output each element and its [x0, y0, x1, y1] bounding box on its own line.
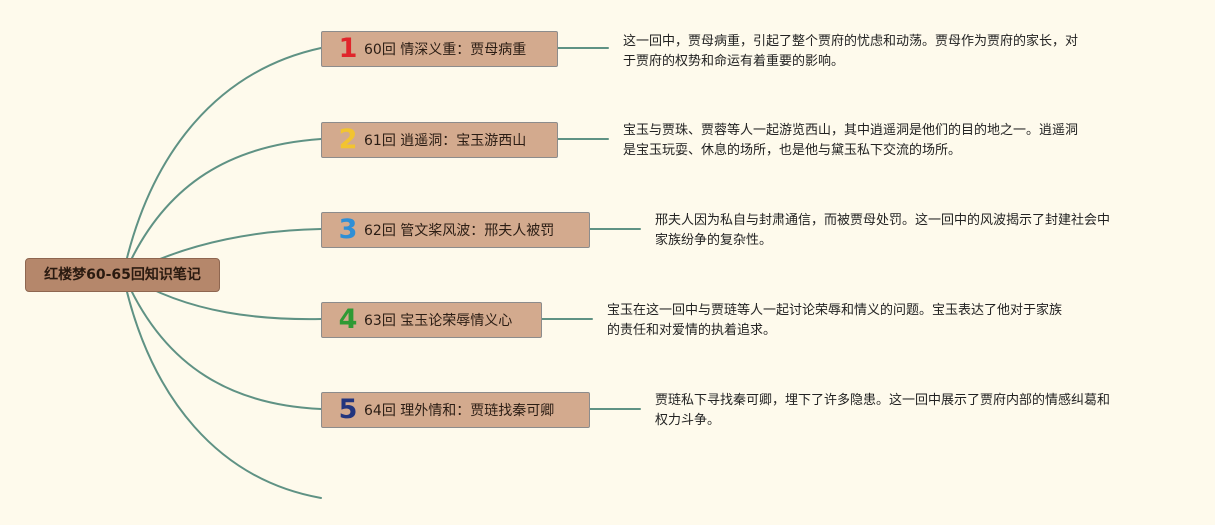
number-4-icon: 4	[338, 304, 358, 335]
branch-connector-5	[123, 274, 322, 410]
chapter-note-61: 宝玉与贾珠、贾蓉等人一起游览西山，其中逍遥洞是他们的目的地之一。逍遥洞 是宝玉玩…	[623, 121, 1078, 161]
root-topic[interactable]: 红楼梦60-65回知识笔记	[25, 258, 220, 292]
chapter-title: 62回 管文桨风波：邢夫人被罚	[364, 223, 555, 239]
chapter-note-60: 这一回中，贾母病重，引起了整个贾府的忧虑和动荡。贾母作为贾府的家长，对 于贾府的…	[623, 32, 1078, 72]
number-1-icon: 1	[338, 33, 358, 64]
branch-connector-6	[122, 274, 322, 499]
number-2-icon: 2	[338, 124, 358, 155]
note-line: 是宝玉玩耍、休息的场所，也是他与黛玉私下交流的场所。	[623, 143, 962, 158]
chapter-note-64: 贾琏私下寻找秦可卿，埋下了许多隐患。这一回中展示了贾府内部的情感纠葛和 权力斗争…	[655, 391, 1110, 431]
chapter-note-63: 宝玉在这一回中与贾琏等人一起讨论荣辱和情义的问题。宝玉表达了他对于家族 的责任和…	[607, 301, 1062, 341]
chapter-node-63[interactable]: 4 63回 宝玉论荣辱情义心	[321, 302, 542, 338]
chapter-note-62: 邢夫人因为私自与封肃通信，而被贾母处罚。这一回中的风波揭示了封建社会中 家族纷争…	[655, 211, 1110, 251]
number-3-icon: 3	[338, 214, 358, 245]
chapter-node-62[interactable]: 3 62回 管文桨风波：邢夫人被罚	[321, 212, 590, 248]
chapter-title: 63回 宝玉论荣辱情义心	[364, 313, 513, 329]
note-line: 宝玉在这一回中与贾琏等人一起讨论荣辱和情义的问题。宝玉表达了他对于家族	[607, 303, 1063, 318]
chapter-node-60[interactable]: 1 60回 情深义重：贾母病重	[321, 31, 558, 67]
number-5-icon: 5	[338, 394, 358, 425]
note-line: 这一回中，贾母病重，引起了整个贾府的忧虑和动荡。贾母作为贾府的家长，对	[623, 34, 1079, 49]
branch-connector-1	[122, 47, 322, 276]
chapter-title: 61回 逍遥洞：宝玉游西山	[364, 133, 527, 149]
branch-connector-2	[123, 138, 322, 276]
note-line: 权力斗争。	[655, 413, 721, 428]
note-line: 宝玉与贾珠、贾蓉等人一起游览西山，其中逍遥洞是他们的目的地之一。逍遥洞	[623, 123, 1079, 138]
note-line: 的责任和对爱情的执着追求。	[607, 323, 777, 338]
chapter-node-61[interactable]: 2 61回 逍遥洞：宝玉游西山	[321, 122, 558, 158]
note-line: 邢夫人因为私自与封肃通信，而被贾母处罚。这一回中的风波揭示了封建社会中	[655, 213, 1111, 228]
chapter-title: 60回 情深义重：贾母病重	[364, 42, 527, 58]
chapter-node-64[interactable]: 5 64回 理外情和：贾琏找秦可卿	[321, 392, 590, 428]
chapter-title: 64回 理外情和：贾琏找秦可卿	[364, 403, 555, 419]
note-line: 于贾府的权势和命运有着重要的影响。	[623, 54, 845, 69]
note-line: 家族纷争的复杂性。	[655, 233, 773, 248]
note-line: 贾琏私下寻找秦可卿，埋下了许多隐患。这一回中展示了贾府内部的情感纠葛和	[655, 393, 1111, 408]
